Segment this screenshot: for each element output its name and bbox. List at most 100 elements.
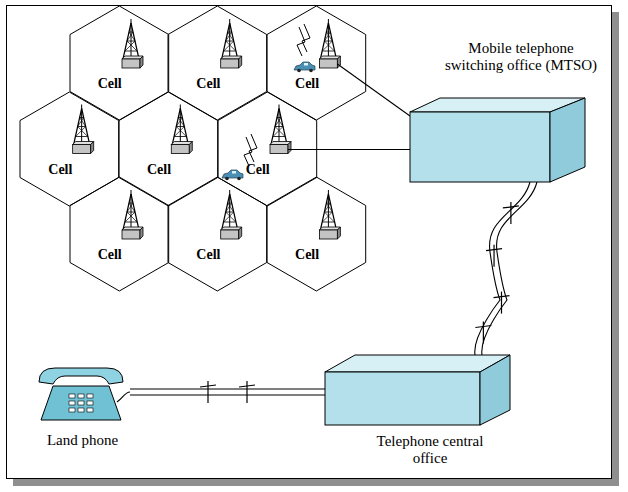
connector	[337, 64, 410, 116]
cell-hexagon-node: Cell	[70, 6, 169, 120]
phone-key	[69, 401, 75, 405]
telephone-pole	[246, 381, 247, 403]
land-phone-node: Land phone	[35, 362, 130, 462]
label-group: Cell	[147, 162, 171, 178]
phone-key	[87, 394, 93, 398]
box-top-face	[325, 355, 510, 372]
node-label: Telephone central office	[365, 433, 495, 467]
cell-hexagon-node: Cell	[218, 92, 317, 206]
wire	[130, 394, 325, 395]
label-group: Cell	[295, 76, 319, 92]
telephone-pole	[483, 321, 484, 343]
wire	[130, 388, 325, 389]
node-label: Mobile telephone switching office (MTSO)	[440, 40, 602, 74]
node-outline	[20, 92, 119, 206]
cell-label: Cell	[98, 76, 122, 92]
car-icon	[294, 62, 315, 72]
cell-label: Cell	[48, 162, 72, 178]
label-group: Cell	[246, 162, 270, 178]
node-outline	[168, 177, 267, 291]
node-outline	[267, 6, 366, 120]
label-group: Mobile telephone switching office (MTSO)	[440, 40, 602, 74]
box-side-face	[480, 355, 510, 425]
phone-key	[69, 394, 75, 398]
cell-label: Cell	[147, 162, 171, 178]
cell-hexagon	[267, 6, 366, 120]
label-group: Cell	[196, 76, 220, 92]
pole-crossbar	[494, 296, 510, 298]
cell-hexagon-node: Cell	[168, 6, 267, 120]
node-outline	[119, 92, 218, 206]
cell-hexagon-node: Cell	[119, 92, 218, 206]
pole-crossbar	[503, 206, 519, 208]
phone-key	[87, 408, 93, 412]
label-group: Cell	[295, 247, 319, 263]
cell-tower	[122, 19, 143, 68]
pole-crossbar	[475, 325, 491, 327]
cell-tower	[171, 105, 192, 154]
phone-key	[87, 401, 93, 405]
office-box-node: Telephone central office	[325, 355, 510, 470]
phone-key	[78, 394, 84, 398]
label-group: Cell	[196, 247, 220, 263]
cell-hexagon-node: Cell	[20, 92, 119, 206]
phone-handset	[39, 368, 123, 384]
cell-hexagon	[168, 6, 267, 120]
wire	[482, 182, 537, 355]
cell-label: Cell	[196, 76, 220, 92]
cell-tower	[319, 19, 340, 68]
pole-crossbar	[239, 385, 255, 387]
connector	[475, 182, 537, 355]
wire	[337, 64, 410, 116]
radio-signal	[249, 134, 257, 162]
cell-tower	[221, 190, 242, 239]
label-group: Cell	[98, 247, 122, 263]
telephone-pole	[501, 292, 502, 314]
label-group: Land phone	[35, 432, 130, 449]
cell-tower	[122, 190, 143, 239]
box-side-face	[550, 98, 585, 182]
radio-signal	[302, 24, 310, 52]
phone-key	[69, 408, 75, 412]
cell-hexagon	[70, 6, 169, 120]
cell-tower	[319, 190, 340, 239]
radio-signal	[297, 27, 305, 56]
phone-base	[41, 386, 121, 420]
box-front-face	[325, 372, 480, 425]
telephone-pole	[493, 245, 494, 267]
cell-label: Cell	[295, 247, 319, 263]
cell-hexagon	[168, 177, 267, 291]
pole-crossbar	[486, 249, 502, 251]
cell-hexagon-node: Cell	[267, 177, 366, 291]
cell-label: Cell	[98, 247, 122, 263]
cell-tower	[221, 19, 242, 68]
node-outline	[70, 6, 169, 120]
cell-hexagon	[218, 92, 317, 206]
cell-hexagon	[20, 92, 119, 206]
telephone-pole	[510, 202, 511, 224]
node-outline	[70, 177, 169, 291]
cell-label: Cell	[246, 162, 270, 178]
wire	[288, 149, 410, 150]
label-group: Cell	[98, 76, 122, 92]
cell-hexagon	[119, 92, 218, 206]
box-front-face	[410, 112, 550, 182]
cell-hexagon	[70, 177, 169, 291]
node-outline	[218, 92, 317, 206]
office-box-node: Mobile telephone switching office (MTSO)	[410, 40, 588, 182]
phone-key	[78, 408, 84, 412]
cell-hexagon-node: Cell	[168, 177, 267, 291]
cell-label: Cell	[295, 76, 319, 92]
cell-hexagon-node: Cell	[267, 6, 366, 120]
connector	[288, 149, 410, 150]
node-outline	[267, 177, 366, 291]
label-group: Cell	[48, 162, 72, 178]
connector	[130, 381, 325, 403]
label-group: Telephone central office	[365, 433, 495, 467]
node-label: Land phone	[35, 432, 130, 449]
pole-crossbar	[200, 385, 216, 387]
telephone-pole	[207, 381, 208, 403]
cell-label: Cell	[196, 247, 220, 263]
phone-key	[78, 401, 84, 405]
car-icon	[222, 170, 243, 180]
